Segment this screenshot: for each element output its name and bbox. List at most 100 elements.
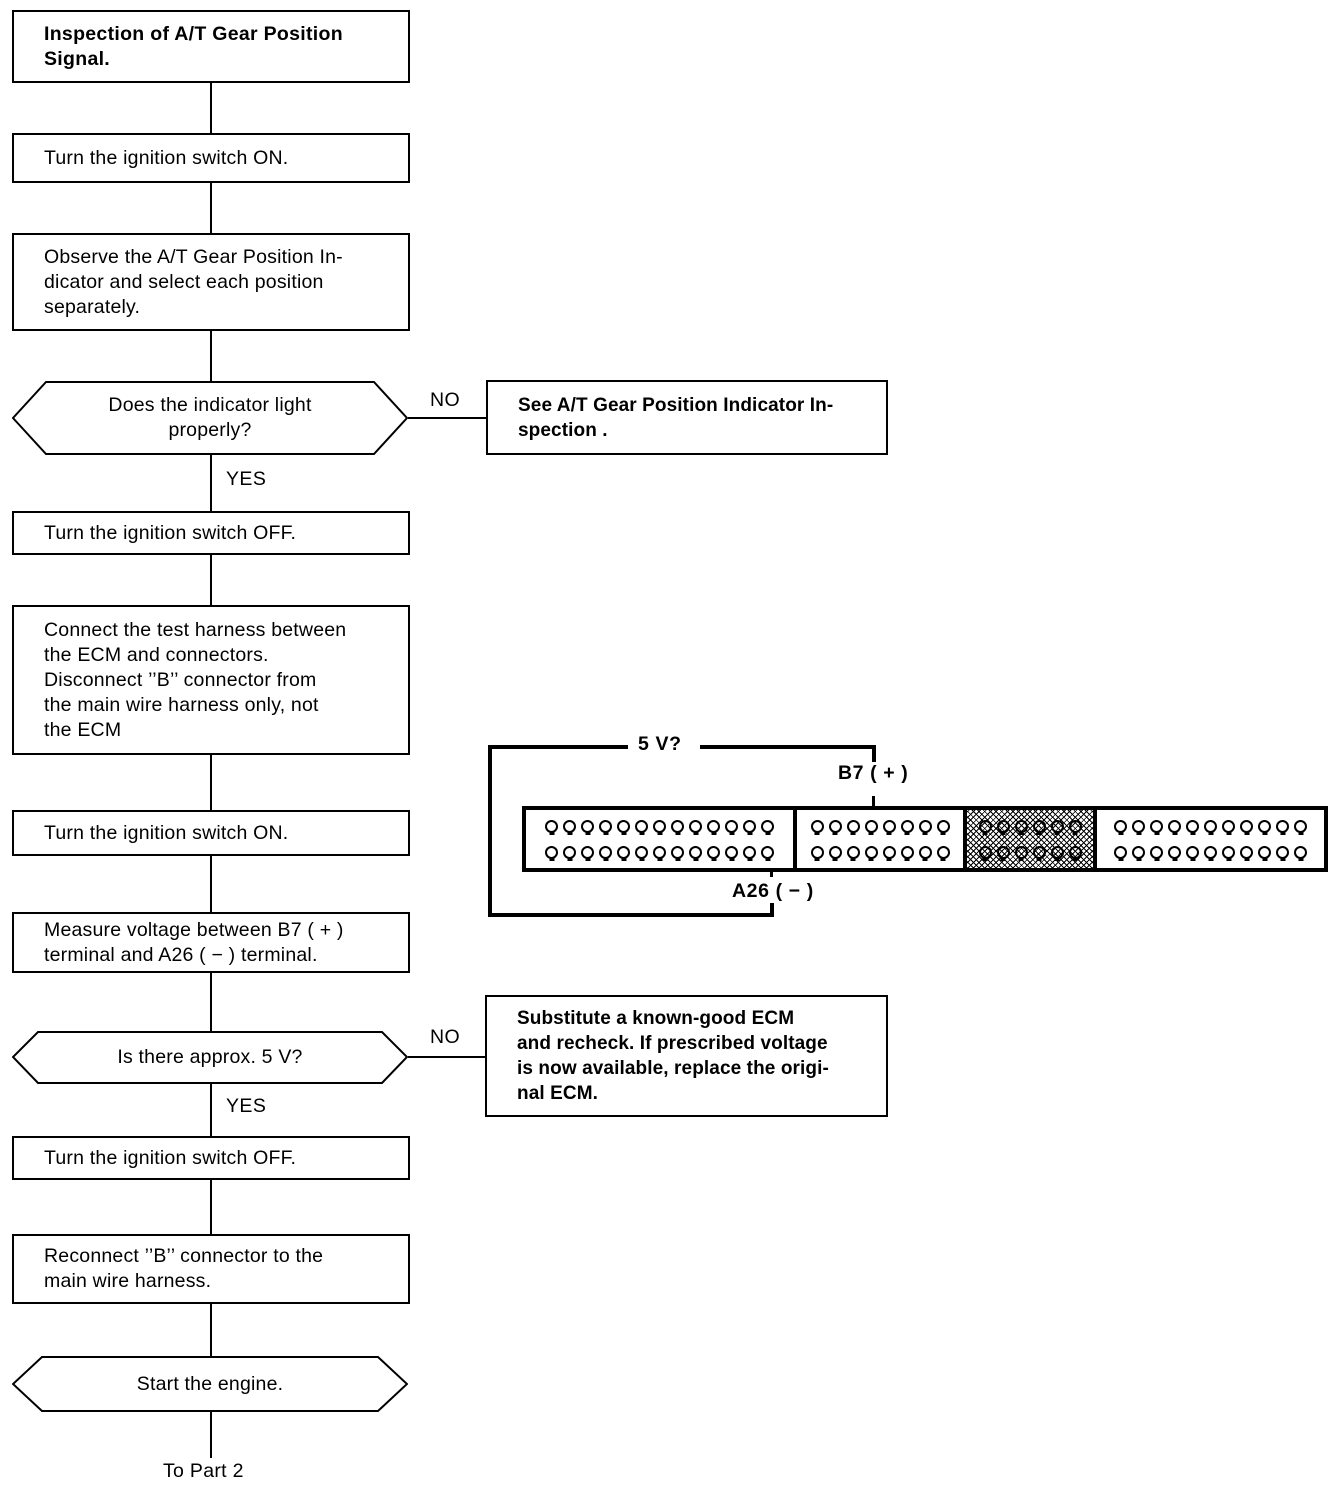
connector-pin[interactable]	[707, 845, 721, 859]
connector-pin[interactable]	[635, 845, 649, 859]
connector-pin[interactable]	[743, 845, 757, 859]
connector-pin[interactable]	[882, 819, 896, 833]
node-observe-indicator[interactable]: Observe the A/T Gear Position In- dicato…	[12, 233, 410, 331]
connector-pin[interactable]	[1222, 845, 1236, 859]
connector-pin[interactable]	[545, 845, 559, 859]
connector-pin[interactable]	[996, 845, 1010, 859]
connector-pin[interactable]	[599, 845, 613, 859]
node-text: Substitute a known-good ECM and recheck.…	[517, 1008, 829, 1104]
connector-pin[interactable]	[689, 819, 703, 833]
decision-approx-5v[interactable]: Is there approx. 5 V?	[12, 1031, 408, 1084]
connector-pin[interactable]	[725, 819, 739, 833]
connector-pin[interactable]	[900, 845, 914, 859]
connector-pin[interactable]	[689, 845, 703, 859]
connector-pin[interactable]	[1050, 845, 1064, 859]
connector-pin[interactable]	[828, 845, 842, 859]
connector-pin[interactable]	[936, 845, 950, 859]
connector-pin[interactable]	[563, 845, 577, 859]
pin-segment-b[interactable]	[793, 810, 963, 868]
node-reconnect-b-connector[interactable]: Reconnect ’’B’’ connector to the main wi…	[12, 1234, 410, 1304]
connector-pin[interactable]	[936, 819, 950, 833]
ecm-connector-pin-block[interactable]	[522, 806, 1328, 872]
connector-pin[interactable]	[996, 819, 1010, 833]
connector-pin[interactable]	[671, 819, 685, 833]
connector-pin[interactable]	[1276, 819, 1290, 833]
connector-pin[interactable]	[725, 845, 739, 859]
node-measure-voltage[interactable]: Measure voltage between B7 ( + ) termina…	[12, 912, 410, 973]
connector-pin[interactable]	[1150, 845, 1164, 859]
pin-row	[810, 839, 950, 865]
connector-pin[interactable]	[918, 819, 932, 833]
connector-pin[interactable]	[563, 819, 577, 833]
connector-pin[interactable]	[581, 845, 595, 859]
connector-pin[interactable]	[653, 845, 667, 859]
connector-pin[interactable]	[1204, 819, 1218, 833]
pin-segment-a[interactable]	[526, 810, 793, 868]
connector-pin[interactable]	[882, 845, 896, 859]
connector-pin[interactable]	[1186, 845, 1200, 859]
connector-pin[interactable]	[599, 819, 613, 833]
connector-pin[interactable]	[581, 819, 595, 833]
connector-pin[interactable]	[1068, 845, 1082, 859]
connector-pin[interactable]	[1222, 819, 1236, 833]
connector-pin[interactable]	[653, 819, 667, 833]
connector-pin[interactable]	[1258, 845, 1272, 859]
connector-pin[interactable]	[1294, 819, 1308, 833]
connector-pin[interactable]	[1168, 819, 1182, 833]
connector-pin[interactable]	[1114, 845, 1128, 859]
pin-segment-d[interactable]	[1093, 810, 1324, 868]
connector-pin[interactable]	[1114, 819, 1128, 833]
connector-pin[interactable]	[846, 819, 860, 833]
node-text: Turn the ignition switch ON.	[44, 821, 289, 844]
connector-pin[interactable]	[1032, 819, 1046, 833]
connector-pin[interactable]	[1186, 819, 1200, 833]
connector-pin[interactable]	[1276, 845, 1290, 859]
node-connect-test-harness[interactable]: Connect the test harness between the ECM…	[12, 605, 410, 755]
decision-indicator-light[interactable]: Does the indicator light properly?	[12, 381, 408, 455]
node-start-the-engine[interactable]: Start the engine.	[12, 1356, 408, 1412]
pin-segment-c[interactable]	[963, 810, 1093, 868]
connector-pin[interactable]	[1132, 845, 1146, 859]
connector-pin[interactable]	[1132, 819, 1146, 833]
node-inspection-start[interactable]: Inspection of A/T Gear Position Signal.	[12, 10, 410, 83]
node-turn-ignition-on-1[interactable]: Turn the ignition switch ON.	[12, 133, 410, 183]
connector-pin[interactable]	[978, 819, 992, 833]
connector-pin[interactable]	[617, 819, 631, 833]
connector-pin[interactable]	[761, 819, 775, 833]
connector-pin[interactable]	[761, 845, 775, 859]
node-substitute-ecm[interactable]: Substitute a known-good ECM and recheck.…	[485, 995, 888, 1117]
connector-pin[interactable]	[743, 819, 757, 833]
connector-pin[interactable]	[864, 819, 878, 833]
connector-pin[interactable]	[1168, 845, 1182, 859]
connector-pin[interactable]	[1240, 845, 1254, 859]
connector-pin[interactable]	[1294, 845, 1308, 859]
connector-pin[interactable]	[545, 819, 559, 833]
connector-pin[interactable]	[707, 819, 721, 833]
connector-dec1-yes	[210, 455, 212, 511]
connector-pin[interactable]	[864, 845, 878, 859]
pin-row	[545, 839, 775, 865]
node-turn-ignition-off-2[interactable]: Turn the ignition switch OFF.	[12, 1136, 410, 1180]
connector-pin[interactable]	[671, 845, 685, 859]
node-see-indicator-inspection[interactable]: See A/T Gear Position Indicator In- spec…	[486, 380, 888, 455]
connector-pin[interactable]	[810, 845, 824, 859]
connector-pin[interactable]	[1258, 819, 1272, 833]
node-turn-ignition-on-2[interactable]: Turn the ignition switch ON.	[12, 810, 410, 856]
connector-pin[interactable]	[1068, 819, 1082, 833]
connector-pin[interactable]	[900, 819, 914, 833]
node-turn-ignition-off-1[interactable]: Turn the ignition switch OFF.	[12, 511, 410, 555]
connector-pin[interactable]	[828, 819, 842, 833]
connector-pin[interactable]	[1050, 819, 1064, 833]
connector-pin[interactable]	[846, 845, 860, 859]
connector-pin[interactable]	[1150, 819, 1164, 833]
connector-pin[interactable]	[635, 819, 649, 833]
connector-pin[interactable]	[1240, 819, 1254, 833]
connector-pin[interactable]	[1014, 819, 1028, 833]
connector-pin[interactable]	[918, 845, 932, 859]
connector-pin[interactable]	[1032, 845, 1046, 859]
connector-pin[interactable]	[1204, 845, 1218, 859]
connector-pin[interactable]	[810, 819, 824, 833]
connector-pin[interactable]	[978, 845, 992, 859]
connector-pin[interactable]	[1014, 845, 1028, 859]
connector-pin[interactable]	[617, 845, 631, 859]
